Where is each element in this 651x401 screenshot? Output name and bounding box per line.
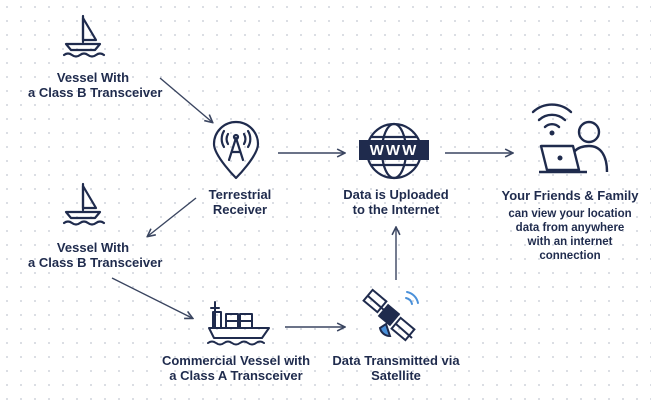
arrow-vessel-to-receiver	[159, 77, 212, 122]
commercial-label: Commercial Vessel with a Class A Transce…	[161, 353, 311, 383]
terrestrial-label: Terrestrial Receiver	[208, 187, 272, 217]
family-description: can view your location data from anywher…	[508, 208, 632, 262]
receiver-pin-icon	[208, 120, 264, 187]
satellite-icon	[362, 288, 428, 351]
vessel-top-label: Vessel With a Class B Transceiver	[28, 70, 163, 100]
person-laptop-icon	[527, 96, 611, 185]
internet-label: Data is Uploaded to the Internet	[343, 187, 449, 217]
globe-www-icon: WWW	[357, 120, 431, 187]
sailboat-icon	[58, 12, 108, 67]
svg-text:WWW: WWW	[370, 142, 418, 159]
sailboat-icon	[58, 180, 108, 235]
family-title: Your Friends & Family	[501, 188, 639, 203]
cargo-ship-icon	[206, 298, 272, 353]
arrow-receiver-to-vessel	[148, 197, 197, 236]
vessel-mid-label: Vessel With a Class B Transceiver	[28, 240, 163, 270]
arrow-vessel-to-commercial	[111, 277, 192, 318]
satellite-label: Data Transmitted via Satellite	[332, 353, 460, 383]
